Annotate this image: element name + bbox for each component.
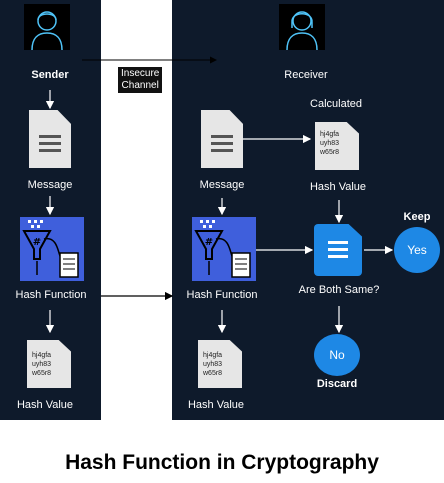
hash-text-line-3: w65r8 [32, 370, 52, 377]
discard-label: Discard [316, 378, 358, 390]
svg-text:#: # [205, 237, 213, 248]
receiver-message-label: Message [199, 179, 245, 191]
sender-message-document-icon [29, 110, 71, 168]
calc-hash-text-line-2: uyh83 [320, 140, 340, 147]
recv-hash-text-line-2: uyh83 [203, 361, 223, 368]
receiver-hash-value-document: hj4gfa uyh83 w65r8 [198, 340, 242, 388]
sender-hash-value-label: Hash Value [16, 399, 74, 411]
calc-hash-text-line-1: hj4gfa [320, 131, 340, 138]
no-circle: No [314, 334, 360, 376]
compare-document-icon [314, 224, 362, 276]
yes-label: Yes [407, 243, 427, 257]
sender-label: Sender [31, 69, 69, 81]
calculated-hash-value-document: hj4gfa uyh83 w65r8 [315, 122, 359, 170]
sender-hash-function-icon: # [20, 217, 84, 281]
sender-avatar-icon [24, 4, 70, 51]
calc-hash-text-line-3: w65r8 [320, 149, 340, 156]
hash-text-line-2: uyh83 [32, 361, 52, 368]
recv-hash-text-line-1: hj4gfa [203, 352, 223, 359]
sender-hash-value-document: hj4gfa uyh83 w65r8 [27, 340, 71, 388]
hash-text-line-1: hj4gfa [32, 352, 52, 359]
calculated-label: Calculated [310, 98, 362, 110]
receiver-label: Receiver [284, 69, 328, 81]
receiver-avatar-icon [279, 4, 325, 51]
no-label: No [329, 348, 345, 362]
calculated-hash-value-label: Hash Value [309, 181, 367, 193]
compare-label: Are Both Same? [298, 284, 380, 296]
sender-hash-function-label: Hash Function [15, 289, 87, 301]
channel-line-2: Channel [121, 80, 159, 91]
diagram-title: Hash Function in Cryptography [65, 451, 379, 474]
receiver-hash-function-label: Hash Function [186, 289, 258, 301]
insecure-channel-label: Insecure Channel [118, 67, 163, 93]
channel-line-1: Insecure [121, 68, 160, 79]
sender-message-label: Message [27, 179, 73, 191]
svg-text:#: # [33, 237, 41, 248]
recv-hash-text-line-3: w65r8 [203, 370, 223, 377]
receiver-message-document-icon [201, 110, 243, 168]
receiver-hash-function-icon: # [192, 217, 256, 281]
yes-circle: Yes [394, 227, 440, 273]
receiver-hash-value-label: Hash Value [187, 399, 245, 411]
keep-label: Keep [403, 211, 431, 223]
